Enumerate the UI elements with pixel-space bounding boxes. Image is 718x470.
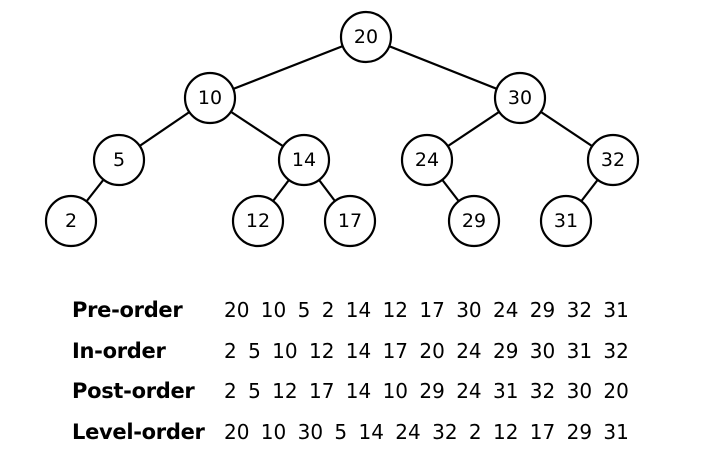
node-circle [323,194,377,248]
node-circle [231,194,285,248]
traversal-label: In-order [72,338,166,363]
node-circle [277,133,331,187]
traversal-table: Pre-order 20 10 5 2 14 12 17 30 24 29 32… [72,290,692,452]
tree-edges [70,35,614,222]
tree-node-32: 32 [586,133,640,187]
traversal-sequence: 2 5 12 17 14 10 29 24 31 32 30 20 [224,379,629,404]
traversal-sequence: 20 10 30 5 14 24 32 2 12 17 29 31 [224,419,629,444]
traversal-sequence: 20 10 5 2 14 12 17 30 24 29 32 31 [224,298,629,323]
node-label: 32 [601,149,625,171]
node-label: 5 [113,149,125,171]
tree-nodes: 20 10 30 5 14 24 32 2 12 17 29 31 [44,10,640,248]
node-circle [44,194,98,248]
tree-edge-20-30 [365,35,521,100]
tree-node-30: 30 [493,71,547,125]
node-circle [339,10,393,64]
node-label: 24 [415,149,439,171]
traversal-row-post-order: Post-order 2 5 12 17 14 10 29 24 31 32 3… [72,371,692,412]
tree-node-17: 17 [323,194,377,248]
traversal-row-pre-order: Pre-order 20 10 5 2 14 12 17 30 24 29 32… [72,290,692,331]
traversal-label: Post-order [72,379,195,404]
traversal-label: Level-order [72,419,205,444]
tree-edge-20-10 [209,35,367,100]
node-circle [493,71,547,125]
node-circle [92,133,146,187]
tree-node-20: 20 [339,10,393,64]
traversal-row-in-order: In-order 2 5 10 12 14 17 20 24 29 30 31 … [72,331,692,372]
node-label: 30 [508,87,532,109]
binary-tree-diagram: 20 10 30 5 14 24 32 2 12 17 29 31 [44,10,640,248]
node-circle [400,133,454,187]
tree-node-5: 5 [92,133,146,187]
node-circle [447,194,501,248]
node-label: 20 [354,26,378,48]
traversal-sequence: 2 5 10 12 14 17 20 24 29 30 31 32 [224,338,629,363]
node-circle [586,133,640,187]
node-label: 31 [554,210,578,232]
node-label: 12 [246,210,270,232]
node-label: 14 [292,149,316,171]
node-label: 2 [65,210,77,232]
tree-node-29: 29 [447,194,501,248]
node-label: 17 [338,210,362,232]
node-circle [183,71,237,125]
tree-node-24: 24 [400,133,454,187]
node-circle [539,194,593,248]
tree-node-2: 2 [44,194,98,248]
tree-node-12: 12 [231,194,285,248]
traversal-label: Pre-order [72,298,183,323]
node-label: 10 [198,87,222,109]
tree-node-10: 10 [183,71,237,125]
traversal-row-level-order: Level-order 20 10 30 5 14 24 32 2 12 17 … [72,412,692,453]
tree-node-14: 14 [277,133,331,187]
node-label: 29 [462,210,486,232]
tree-node-31: 31 [539,194,593,248]
